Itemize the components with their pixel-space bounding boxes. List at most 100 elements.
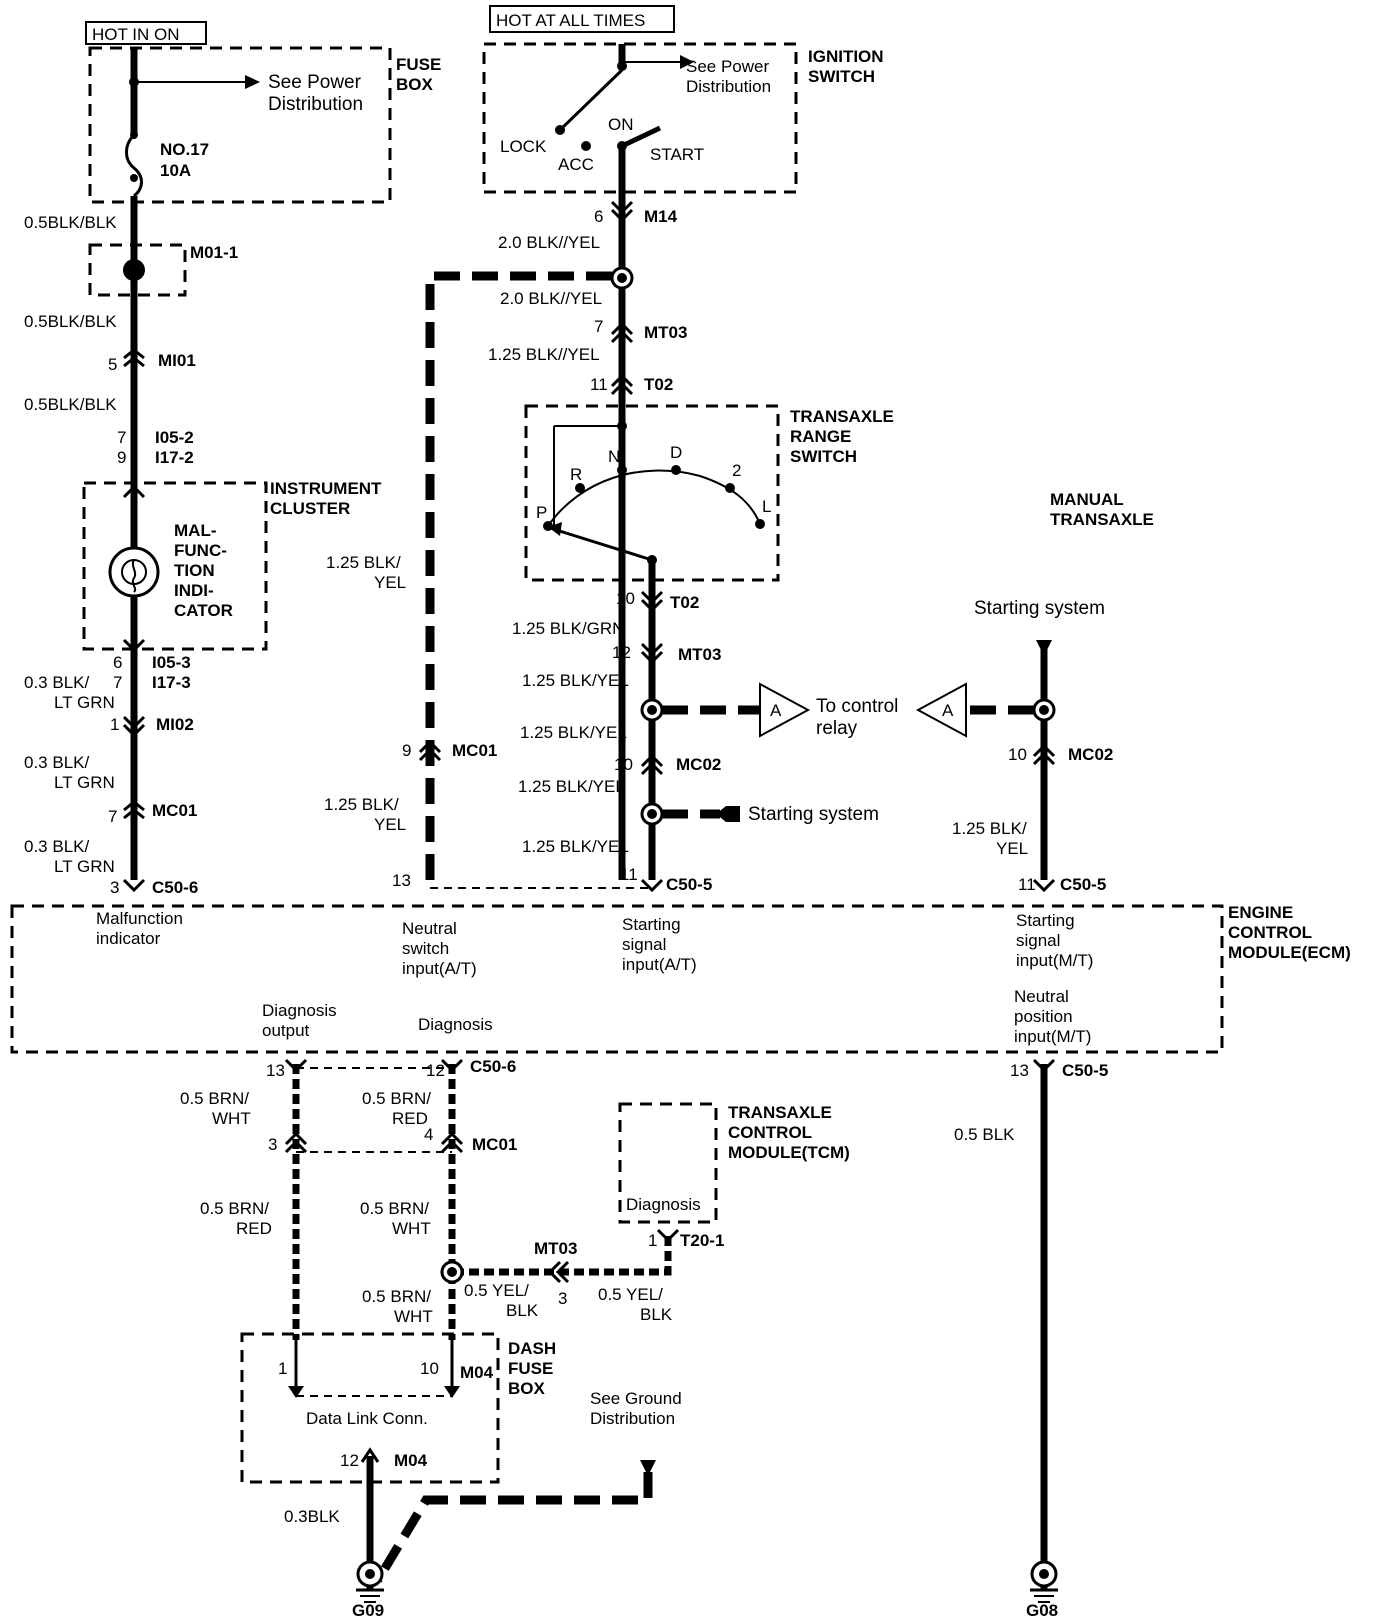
wire-label: C50-5 bbox=[1060, 875, 1106, 894]
wire-label: TRANSAXLE bbox=[790, 407, 894, 426]
wire-label: SWITCH bbox=[790, 447, 857, 466]
wire-label: 2.0 BLK//YEL bbox=[500, 289, 602, 308]
wire-label: input(M/T) bbox=[1016, 951, 1093, 970]
wire-label: ENGINE bbox=[1228, 903, 1293, 922]
wire-label: 0.3BLK bbox=[284, 1507, 340, 1526]
wire-label: FUSE bbox=[396, 55, 441, 74]
wire-label: 0.5BLK/BLK bbox=[24, 395, 117, 414]
wire-label: See Power bbox=[268, 72, 362, 93]
wire-label: T02 bbox=[644, 375, 673, 394]
instrument-cluster-box bbox=[82, 481, 268, 651]
wire-label: RED bbox=[236, 1219, 272, 1238]
wire-label: MT03 bbox=[534, 1239, 577, 1258]
wire-label: WHT bbox=[392, 1219, 431, 1238]
wire-label: Starting bbox=[622, 915, 681, 934]
wire-label: input(M/T) bbox=[1014, 1027, 1091, 1046]
wire-label: 1.25 BLK/GRN bbox=[512, 619, 624, 638]
wire-label: Diagnosis bbox=[262, 1001, 337, 1020]
wire-label: 0.5 BRN/ bbox=[360, 1199, 429, 1218]
wire-label: Distribution bbox=[590, 1409, 675, 1428]
wire-label: MT03 bbox=[644, 323, 687, 342]
wire-label: position bbox=[1014, 1007, 1073, 1026]
wire-label: MC02 bbox=[676, 755, 721, 774]
wire-label: TRANSAXLE bbox=[1050, 510, 1154, 529]
wire-label: ON bbox=[608, 115, 634, 134]
wire-label: WHT bbox=[212, 1109, 251, 1128]
wire-label: TRANSAXLE bbox=[728, 1103, 832, 1122]
wire-label: Starting bbox=[1016, 911, 1075, 930]
wire-label: 1.25 BLK/YEL bbox=[522, 671, 629, 690]
fuse-icon bbox=[125, 133, 143, 198]
wire-label: signal bbox=[1016, 931, 1060, 950]
wire-label: D bbox=[670, 443, 682, 462]
wire-label: INDI- bbox=[174, 581, 214, 600]
wire-label: 3 bbox=[558, 1289, 567, 1308]
wire-label: 12 bbox=[612, 643, 631, 662]
wire-label: 0.5 BRN/ bbox=[362, 1089, 431, 1108]
wire-label: 6 bbox=[113, 653, 122, 672]
wire-label: FUSE bbox=[508, 1359, 553, 1378]
wire-label: To control bbox=[816, 696, 898, 717]
wire-label: 0.3 BLK/ bbox=[24, 837, 89, 856]
wire-label: C50-6 bbox=[470, 1057, 516, 1076]
wire-label: 0.5BLK/BLK bbox=[24, 312, 117, 331]
wire-label: RED bbox=[392, 1109, 428, 1128]
wire-label: L bbox=[762, 497, 771, 516]
wire-label: BOX bbox=[396, 75, 434, 94]
wire-label: MC02 bbox=[1068, 745, 1113, 764]
wire-label: I17-3 bbox=[152, 673, 191, 692]
ecm-box bbox=[10, 904, 1224, 1054]
wire-label: DASH bbox=[508, 1339, 556, 1358]
wire-label: 7 bbox=[594, 317, 603, 336]
wire-label: FUNC- bbox=[174, 541, 227, 560]
wire-label: input(A/T) bbox=[402, 959, 477, 978]
wire-label: T20-1 bbox=[680, 1231, 724, 1250]
wire-label: MT03 bbox=[678, 645, 721, 664]
wire-label: 0.3 BLK/ bbox=[24, 673, 89, 692]
wire-label: ACC bbox=[558, 155, 594, 174]
wire-label: input(A/T) bbox=[622, 955, 697, 974]
wire-label: 9 bbox=[402, 741, 411, 760]
wire-label: CONTROL bbox=[728, 1123, 812, 1142]
wire-label: LOCK bbox=[500, 137, 547, 156]
wire-label: I17-2 bbox=[155, 448, 194, 467]
wire-label: 6 bbox=[594, 207, 603, 226]
wire-label: 1.25 BLK/YEL bbox=[520, 723, 627, 742]
ignition-switch-box bbox=[482, 42, 798, 194]
wire-label: signal bbox=[622, 935, 666, 954]
wire-label: 4 bbox=[424, 1125, 433, 1144]
wire-label: A bbox=[770, 701, 782, 720]
wire-label: 1.25 BLK/YEL bbox=[522, 837, 629, 856]
wire-label: 1 bbox=[278, 1359, 287, 1378]
wire-label: 10 bbox=[1008, 745, 1027, 764]
wire-label: 12 bbox=[426, 1061, 445, 1080]
wire-label: 5 bbox=[108, 355, 117, 374]
wire-label: TION bbox=[174, 561, 215, 580]
wire-label: Distribution bbox=[268, 94, 363, 115]
wire-label: MC01 bbox=[452, 741, 497, 760]
wire-label: 0.5 BLK bbox=[954, 1125, 1015, 1144]
wire-label: MC01 bbox=[152, 801, 197, 820]
wire-label: 0.5 BRN/ bbox=[362, 1287, 431, 1306]
wire-label: G08 bbox=[1026, 1601, 1058, 1618]
wire-label: IGNITION bbox=[808, 47, 884, 66]
wire-label: output bbox=[262, 1021, 310, 1040]
wire-label: HOT AT ALL TIMES bbox=[496, 11, 645, 30]
transaxle-range-switch-box bbox=[524, 404, 780, 582]
wire-label: WHT bbox=[394, 1307, 433, 1326]
wire-label: 7 bbox=[113, 673, 122, 692]
wire-label: 3 bbox=[268, 1135, 277, 1154]
wire-label: 1 bbox=[648, 1231, 657, 1250]
wire-label: Neutral bbox=[402, 919, 457, 938]
wire-label: 2 bbox=[732, 461, 741, 480]
wire-label: 1.25 BLK/ bbox=[324, 795, 399, 814]
wire-label: 11 bbox=[590, 375, 608, 394]
wire-label: NO.17 bbox=[160, 140, 209, 159]
wire-label: BOX bbox=[508, 1379, 546, 1398]
connector-a-icon bbox=[759, 682, 811, 738]
wire-label: Starting system bbox=[748, 804, 879, 825]
wire-label: 0.5 BRN/ bbox=[200, 1199, 269, 1218]
wire-label: 1 bbox=[110, 715, 119, 734]
wire-label: SWITCH bbox=[808, 67, 875, 86]
wire-label: RANGE bbox=[790, 427, 851, 446]
